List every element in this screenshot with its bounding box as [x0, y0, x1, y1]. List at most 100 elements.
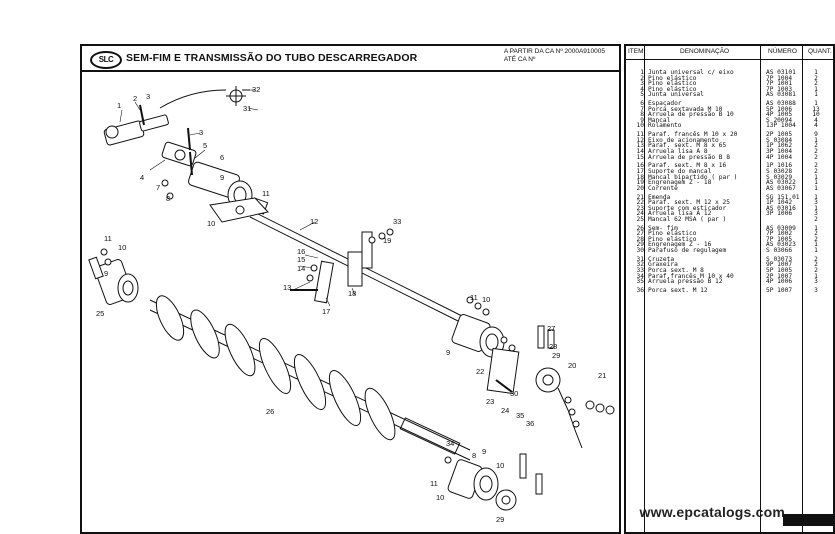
parts-num: 4P 1004	[766, 153, 793, 161]
parts-num: 1P 1042	[766, 199, 793, 207]
parts-qty: 3	[814, 287, 818, 295]
parts-desc: Arruela pressão B 12	[648, 278, 723, 286]
parts-item: 14	[636, 147, 644, 155]
parts-item: 3	[640, 80, 644, 88]
parts-num: 7P 1001	[766, 80, 793, 88]
parts-qty: 3	[814, 278, 818, 286]
parts-desc: Emenda	[648, 193, 671, 201]
parts-qty: 13	[812, 105, 820, 113]
callout-18: 18	[348, 289, 356, 298]
parts-item: 11	[636, 131, 644, 139]
parts-qty: 1	[814, 85, 818, 93]
parts-row: 36 Porca sext. M 12 5P 1007 3	[626, 287, 833, 295]
parts-num: 4P 1005	[766, 111, 793, 119]
col-qty: QUANT.	[808, 48, 832, 55]
parts-desc: Paraf. francês M 10 x 20	[648, 131, 738, 139]
parts-desc: Mancal 62 MSA ( par )	[648, 215, 727, 223]
parts-desc: Porca sext. M 8	[648, 267, 704, 274]
callout-30: 30	[510, 389, 518, 398]
parts-num: AS 03081	[766, 91, 796, 99]
parts-qty: 1	[814, 204, 818, 212]
callout-25: 25	[96, 309, 104, 318]
callout-24: 24	[501, 406, 509, 415]
parts-item: 12	[636, 136, 644, 144]
parts-item: 29	[636, 241, 644, 249]
callout-5: 5	[203, 141, 207, 150]
parts-desc: Pino elástico	[648, 235, 697, 243]
parts-qty: 2	[814, 153, 818, 161]
parts-qty: 2	[814, 74, 818, 82]
auger-left-bearing	[88, 248, 139, 305]
shaft-support-brackets	[290, 228, 394, 304]
parts-num: 3P 1004	[766, 147, 793, 155]
callout-8: 8	[166, 194, 170, 203]
parts-num: 7P 1005	[766, 235, 793, 243]
parts-qty: 1	[814, 184, 818, 192]
sprocket-and-chain	[535, 325, 615, 449]
parts-qty: 2	[814, 255, 818, 263]
parts-num: 4P 1006	[766, 278, 793, 286]
page-title: SEM-FIM E TRANSMISSÃO DO TUBO DESCARREGA…	[126, 52, 418, 64]
parts-desc: Porca sextavada M 10	[648, 105, 723, 113]
callout-11-lower: 11	[430, 479, 438, 488]
parts-desc: Porca sext. M 12	[648, 287, 708, 295]
right-bearing-lower	[444, 453, 543, 511]
callout-8-lower: 8	[472, 451, 476, 460]
parts-desc: Pino elástico	[648, 230, 697, 238]
parts-desc: Parafuso de regulagem	[648, 246, 727, 254]
parts-qty: 1	[814, 193, 818, 201]
parts-desc: Junta universal	[648, 91, 704, 99]
parts-num: 5P 1007	[766, 287, 793, 295]
parts-num: 1P 1062	[766, 142, 793, 150]
parts-desc: Pino elástico	[648, 80, 697, 88]
parts-qty: 1	[814, 173, 818, 181]
parts-num: AS 03088	[766, 100, 796, 108]
parts-qty: 3	[814, 199, 818, 207]
callout-16: 16	[297, 247, 305, 256]
parts-desc: Graxeira	[648, 261, 678, 269]
callout-9-lower: 9	[482, 447, 486, 456]
callout-7: 7	[156, 183, 160, 192]
bottom-corner-bar	[783, 514, 835, 526]
parts-item: 10	[636, 122, 644, 130]
callout-36: 36	[526, 419, 534, 428]
callout-2: 2	[133, 94, 137, 103]
parts-num: 7P 1004	[766, 74, 793, 82]
parts-qty: 1	[814, 246, 818, 254]
parts-list-header: ITEM DENOMINAÇÃO NÚMERO QUANT.	[626, 46, 833, 60]
parts-item: 36	[636, 287, 644, 295]
parts-qty: 2	[814, 168, 818, 175]
parts-desc: Arruela de pressão B 10	[648, 111, 734, 119]
parts-num: 3P 1006	[766, 210, 793, 218]
parts-desc: Paraf. sext. M 8 x 65	[648, 142, 727, 150]
parts-desc: Rolamento	[648, 122, 682, 130]
parts-qty: 1	[814, 272, 818, 280]
parts-num: SG 151.01	[766, 193, 800, 201]
parts-desc: Suporte com esticador	[648, 204, 727, 212]
callout-9-right: 9	[446, 348, 450, 357]
parts-num: 2P 1005	[766, 131, 793, 139]
parts-num: AS 03101	[766, 69, 796, 76]
callout-10-lower-b: 10	[436, 493, 444, 502]
parts-desc: Junta universal c/ eixo	[648, 69, 734, 76]
parts-desc: Espaçador	[648, 100, 682, 108]
parts-num: AS 03023	[766, 241, 796, 249]
parts-desc: Engrenagem Z - 18	[648, 179, 712, 187]
parts-item: 20	[636, 184, 644, 192]
parts-desc: Arruela lisa A 12	[648, 210, 712, 218]
